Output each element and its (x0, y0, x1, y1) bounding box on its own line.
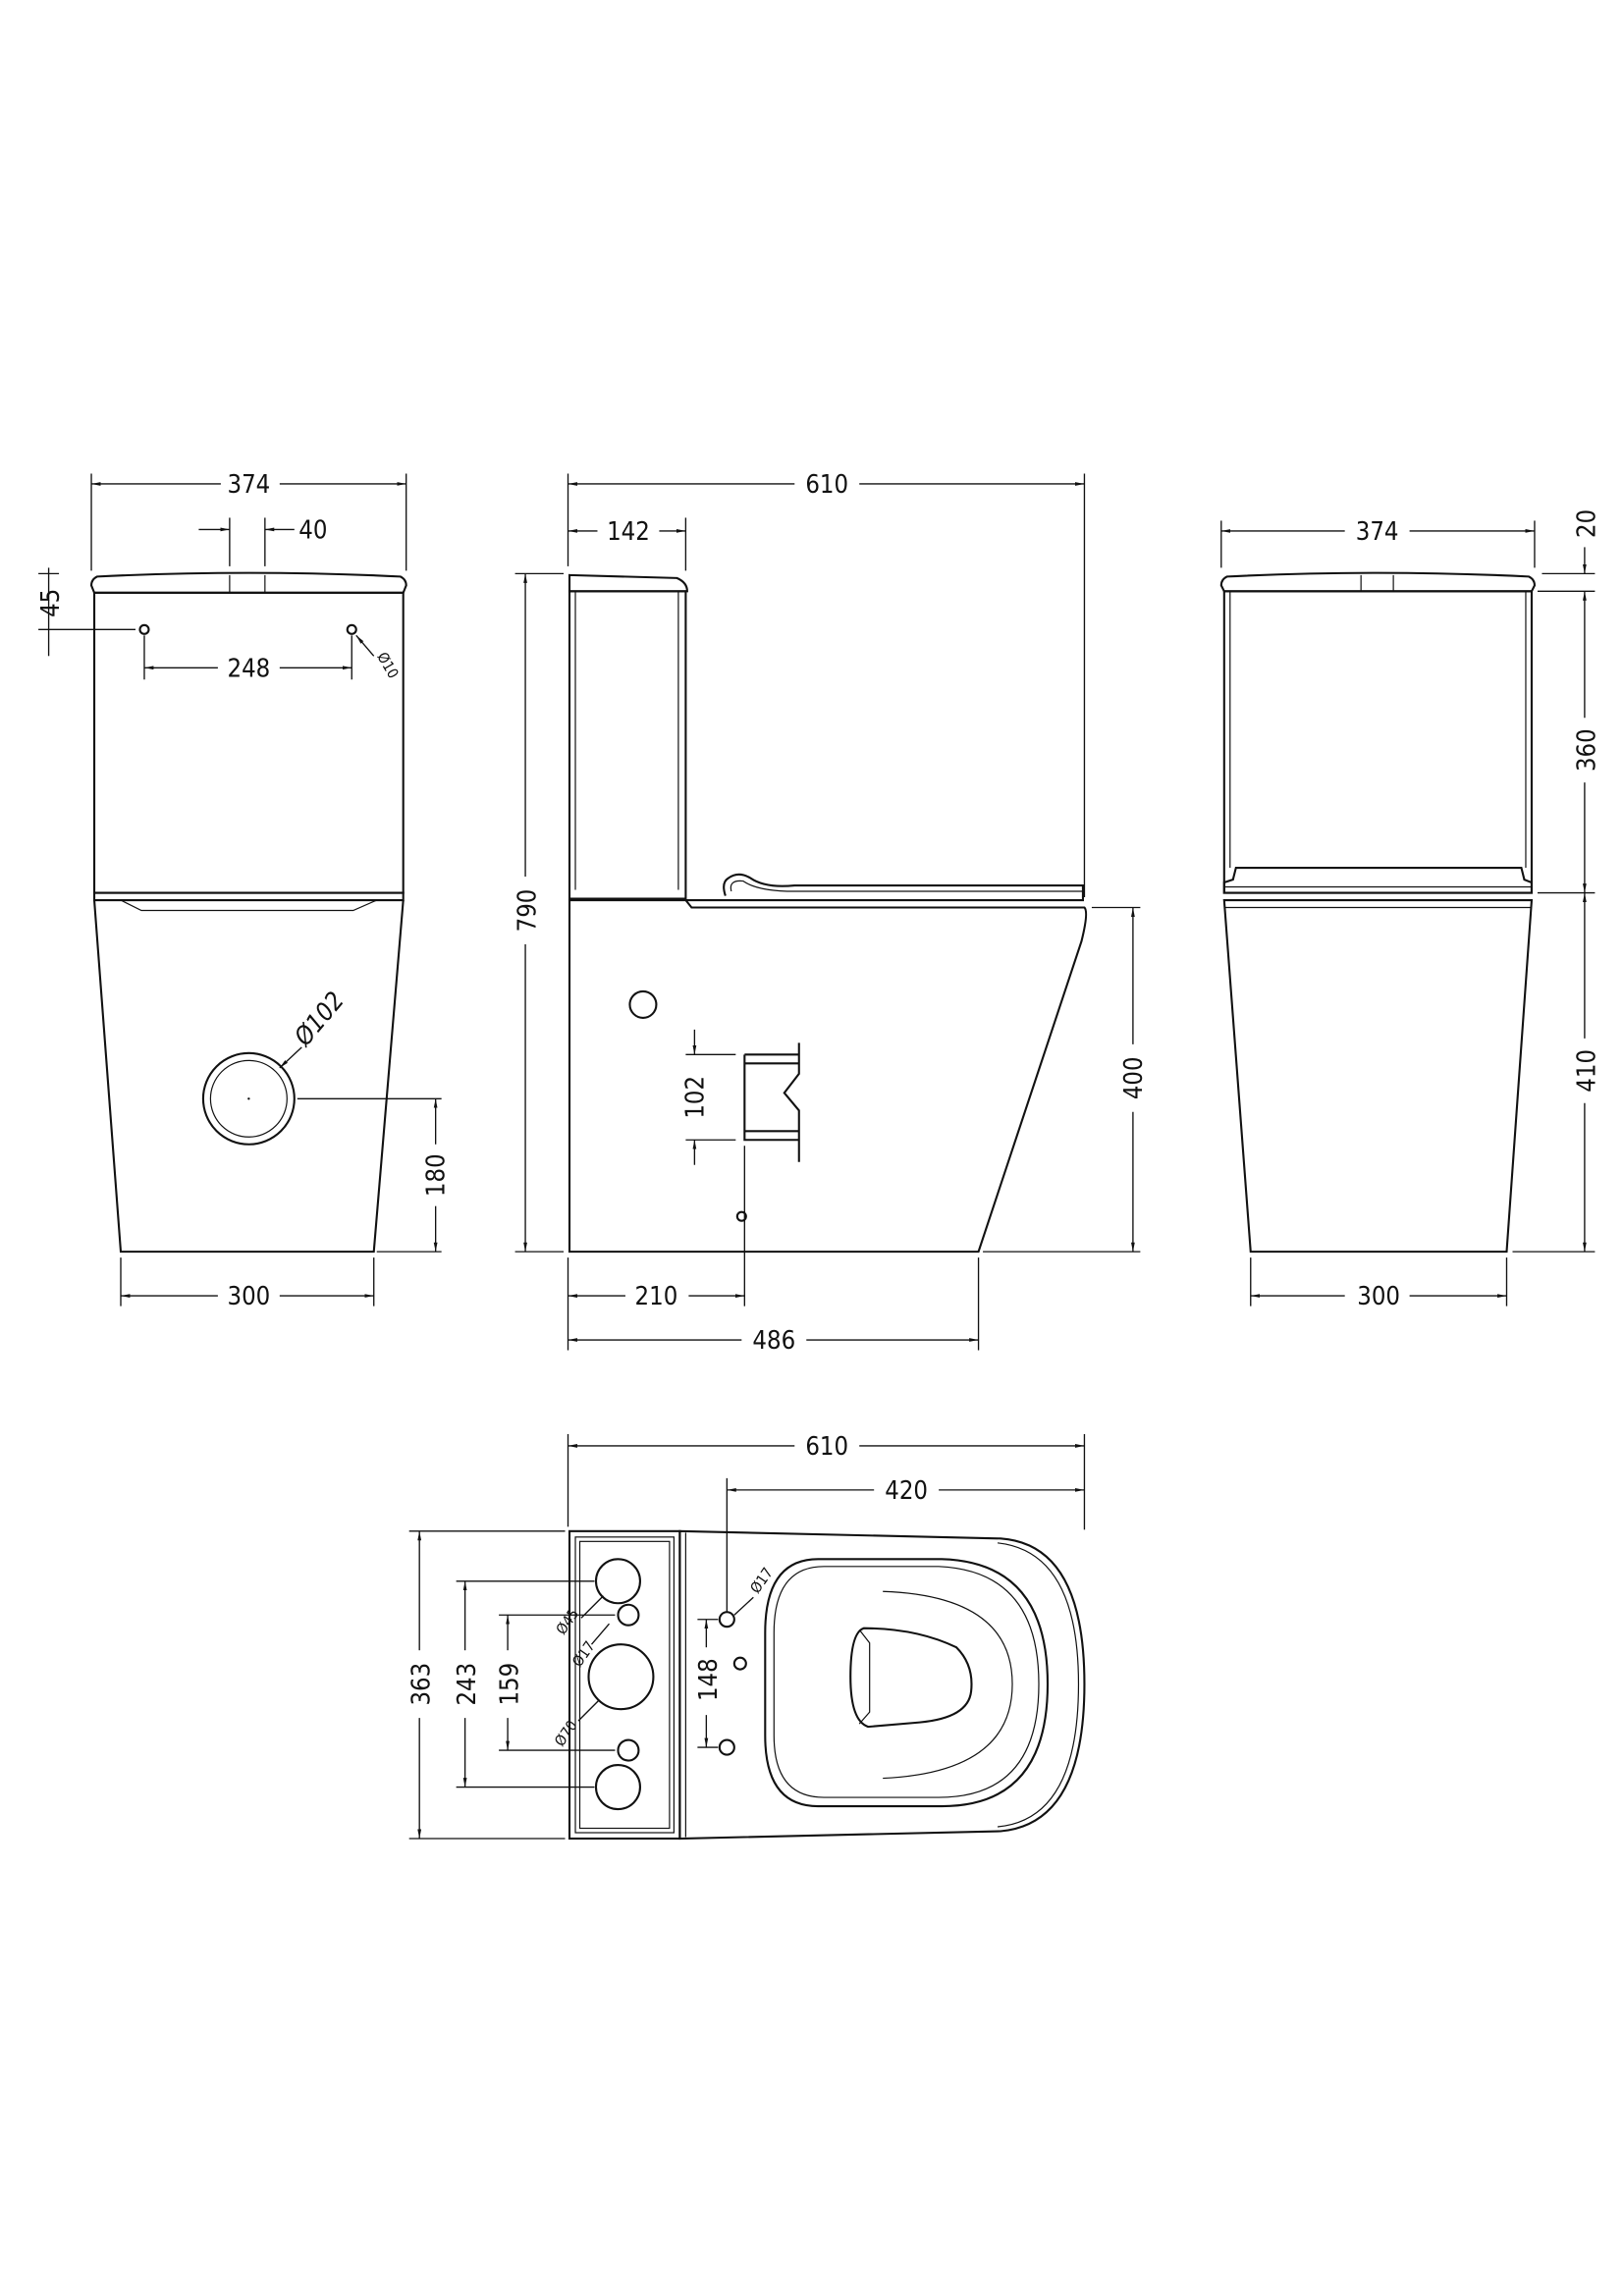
dim-pan-height: 400 (1119, 1056, 1149, 1099)
top-view: 610 420 Ø17 363 243 159 148 Ø45 Ø17 Ø70 (407, 1432, 1086, 1841)
dim-base-width: 300 (227, 1282, 270, 1311)
dim-waste-outlet: 102 (680, 1076, 710, 1119)
seat (764, 1558, 1050, 1808)
dim-waste-diameter: Ø102 (289, 987, 351, 1052)
dim-width-top: 374 (1356, 517, 1399, 547)
seat (685, 873, 1085, 902)
tank (568, 1529, 681, 1841)
dim-outer-holes: 243 (453, 1663, 482, 1706)
dim-overall-height: 790 (514, 889, 543, 933)
dim-tank-height: 360 (1572, 728, 1601, 772)
dim-seat-holes: 148 (694, 1658, 724, 1701)
tank (568, 590, 687, 900)
dim-pan-height: 410 (1572, 1049, 1601, 1093)
tank (1222, 590, 1534, 894)
pan-outline (678, 1529, 1086, 1841)
dim-flush-button: 40 (298, 515, 327, 545)
dim-inner-holes: 159 (496, 1663, 525, 1706)
front-view: 374 40 45 248 Ø10 Ø102 180 300 (36, 470, 452, 1311)
back-view: 374 20 360 410 300 (1219, 509, 1601, 1311)
dim-width-top: 374 (227, 470, 270, 500)
dim-waste-height: 180 (422, 1153, 452, 1197)
dim-lid-height: 20 (1572, 509, 1601, 538)
pedestal (92, 899, 405, 1254)
dim-overall-depth: 610 (805, 1432, 848, 1462)
side-view: 610 142 790 400 102 210 486 (514, 470, 1149, 1356)
dim-hole-45: Ø45 (553, 1605, 583, 1637)
dim-seat-hole-from-front: 420 (885, 1476, 928, 1506)
seat (1222, 867, 1534, 894)
dim-hole-70: Ø70 (551, 1717, 581, 1749)
waste-outlet (201, 1051, 296, 1146)
dim-tank-depth: 142 (607, 517, 650, 547)
dim-hole-diameter: Ø10 (373, 649, 402, 681)
dim-outlet-from-wall: 210 (635, 1282, 678, 1311)
dim-lid-to-holes: 45 (36, 589, 66, 617)
dim-hole-spacing: 248 (227, 654, 270, 683)
dim-base-depth: 486 (752, 1326, 795, 1356)
pan (1222, 898, 1534, 1254)
dim-overall-depth: 610 (805, 470, 848, 500)
pan (568, 898, 1088, 1254)
waste-trap (743, 1042, 800, 1162)
bowl-opening (849, 1627, 973, 1729)
tank (92, 591, 405, 894)
dim-overall-width: 363 (407, 1663, 437, 1706)
tank-lid (89, 571, 407, 594)
dim-hole-17: Ø17 (568, 1637, 599, 1670)
dim-base-width: 300 (1357, 1282, 1400, 1311)
